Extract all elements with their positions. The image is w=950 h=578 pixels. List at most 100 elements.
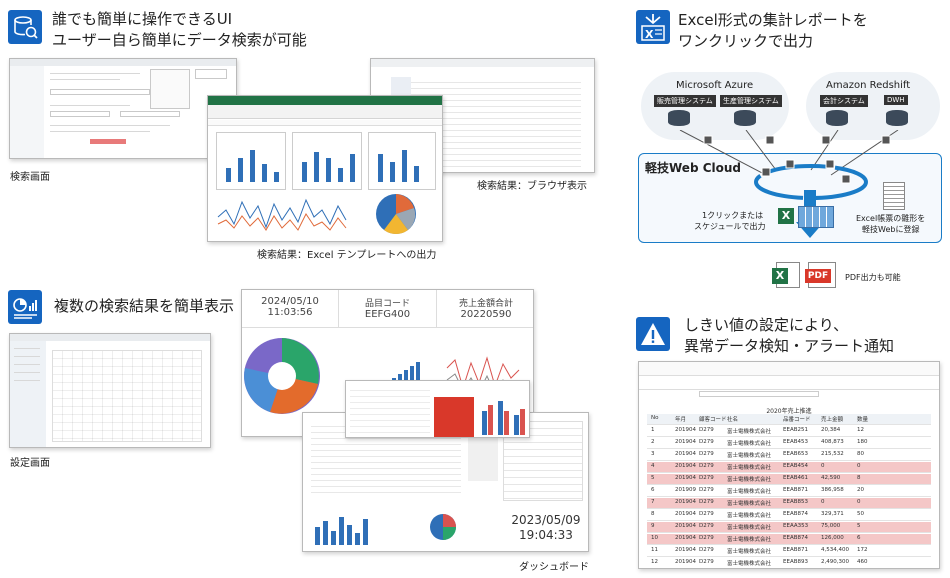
table-cell: 8 <box>651 511 655 517</box>
table-cell: 20 <box>857 487 864 493</box>
table-cell: EEAA353 <box>783 523 809 529</box>
table-cell: D279 <box>699 427 714 433</box>
table-cell: 329,371 <box>821 511 844 517</box>
database-icon <box>668 110 690 126</box>
cloud-redshift-label: Amazon Redshift <box>826 80 911 91</box>
section3-title-line2: ワンクリックで出力 <box>678 32 814 50</box>
table-cell: 8 <box>857 475 861 481</box>
tile-sum-label: 売上金額合計 <box>458 299 513 309</box>
pdf-output-icon: PDF <box>805 262 836 288</box>
section4-title-line2: 異常データ検知・アラート通知 <box>684 337 895 355</box>
table-cell: 12 <box>857 427 864 433</box>
table-header-cell: 数量 <box>857 417 869 423</box>
table-cell: 201904 <box>675 427 696 433</box>
hub-left-note-line2: スケジュールで出力 <box>694 222 766 231</box>
table-cell: 4 <box>651 463 655 469</box>
pdf-label: PDF <box>805 269 831 283</box>
table-cell: 富士電機株式会社 <box>727 501 772 507</box>
table-cell: 富士電機株式会社 <box>727 477 772 483</box>
table-cell: EEAB454 <box>783 463 808 469</box>
report-sheet-icon <box>798 206 834 228</box>
tile-time: 11:03:56 <box>267 307 313 318</box>
hub-label: 軽技Web Cloud <box>645 161 742 175</box>
table-cell: 2 <box>651 439 655 445</box>
excel-output-screenshot <box>207 95 443 242</box>
tag-dwh: DWH <box>884 95 908 105</box>
table-header-cell: 顧客コード <box>699 417 727 423</box>
table-cell: 201904 <box>675 451 696 457</box>
table-cell: 富士電機株式会社 <box>727 429 772 435</box>
excel-export-icon: X <box>636 10 670 44</box>
table-cell: 201909 <box>675 487 696 493</box>
table-cell: D279 <box>699 463 714 469</box>
table-cell: D279 <box>699 451 714 457</box>
table-cell: 3 <box>651 451 655 457</box>
caption-browser-result: 検索結果：ブラウザ表示 <box>477 181 587 192</box>
table-cell: 富士電機株式会社 <box>727 537 772 543</box>
hub-right-note-line2: 軽技Webに登録 <box>862 225 920 234</box>
table-cell: 富士電機株式会社 <box>727 525 772 531</box>
caption-dashboard: ダッシュボード <box>519 562 589 573</box>
table-cell: D279 <box>699 487 714 493</box>
table-cell: 10 <box>651 535 658 541</box>
table-cell: 7 <box>651 499 655 505</box>
table-cell: 180 <box>857 439 868 445</box>
table-cell: 5 <box>651 475 655 481</box>
settings-screen-screenshot <box>9 333 211 448</box>
table-cell: 6 <box>651 487 655 493</box>
table-cell: 42,590 <box>821 475 841 481</box>
table-cell: 12 <box>651 559 658 565</box>
table-cell: 408,873 <box>821 439 844 445</box>
caption-search-screen: 検索画面 <box>10 172 50 183</box>
tile-date: 2024/05/10 <box>261 296 319 307</box>
table-cell: EEAB461 <box>783 475 808 481</box>
database-icon <box>734 110 756 126</box>
tag-production-system: 生産管理システム <box>720 95 782 107</box>
table-cell: D279 <box>699 511 714 517</box>
table-cell: 1 <box>651 427 655 433</box>
table-cell: 201904 <box>675 499 696 505</box>
section3-title-line1: Excel形式の集計レポートを <box>678 11 868 29</box>
dashboard-icon <box>8 290 42 324</box>
table-cell: 201904 <box>675 535 696 541</box>
table-cell: D279 <box>699 439 714 445</box>
table-cell: 富士電機株式会社 <box>727 441 772 447</box>
table-cell: 201904 <box>675 463 696 469</box>
pdf-note: PDF出力も可能 <box>845 273 901 282</box>
table-cell: 富士電機株式会社 <box>727 549 772 555</box>
table-header-cell: 品番コード <box>783 417 811 423</box>
table-cell: 富士電機株式会社 <box>727 561 772 567</box>
table-cell: 80 <box>857 451 864 457</box>
table-cell: 460 <box>857 559 868 565</box>
cloud-azure-label: Microsoft Azure <box>676 80 754 91</box>
table-cell: 386,958 <box>821 487 844 493</box>
tile-code-label: 品目コード <box>364 299 410 309</box>
excel-output-icon: X <box>772 262 800 288</box>
table-cell: 富士電機株式会社 <box>727 513 772 519</box>
caption-settings-screen: 設定画面 <box>10 458 50 469</box>
excel-icon: X <box>778 208 794 224</box>
table-cell: EEAB653 <box>783 451 808 457</box>
table-cell: EEAB871 <box>783 547 808 553</box>
table-cell: 126,000 <box>821 535 844 541</box>
clock-time: 19:04:33 <box>519 528 573 542</box>
table-cell: EEAB874 <box>783 535 808 541</box>
table-cell: 75,000 <box>821 523 841 529</box>
template-document-icon <box>883 182 905 210</box>
section4-title-line1: しきい値の設定により、 <box>684 316 849 334</box>
dashboard-middle-screenshot <box>345 380 530 438</box>
section2-title: 複数の検索結果を簡単表示 <box>54 297 235 315</box>
database-icon <box>886 110 908 126</box>
table-cell: 0 <box>857 499 861 505</box>
tile-code-value: EEFG400 <box>364 309 411 320</box>
table-cell: EEAB453 <box>783 439 808 445</box>
